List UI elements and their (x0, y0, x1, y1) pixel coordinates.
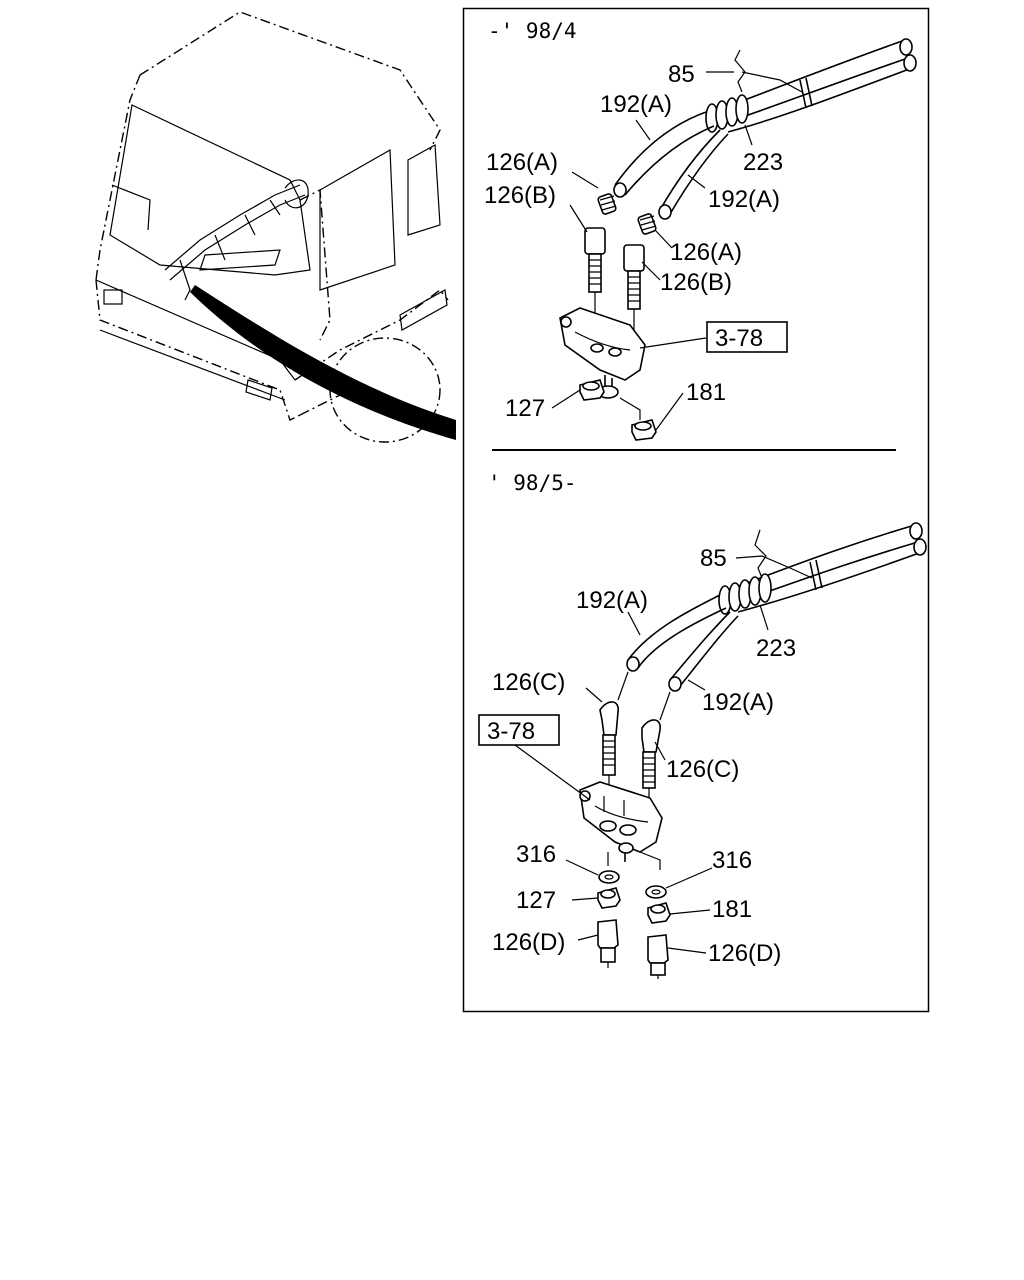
label-223: 223 (756, 635, 796, 662)
ref-box (478, 714, 560, 746)
pipe-bundle (613, 38, 917, 220)
label-127: 127 (505, 395, 545, 422)
label-126c-right: 126(C) (666, 756, 739, 783)
label-192a-upper: 192(A) (600, 91, 672, 118)
connector-126b-right (623, 244, 645, 330)
bracket-plate (579, 781, 663, 862)
clamp-85 (809, 559, 823, 591)
pipe-bundle (617, 522, 927, 721)
nut-127 (579, 379, 605, 401)
label-192a-lower: 192(A) (708, 186, 780, 213)
label-192a-upper: 192(A) (576, 587, 648, 614)
bracket-plate (559, 307, 646, 399)
washer-316-left (598, 870, 620, 884)
label-126a-right: 126(A) (670, 239, 742, 266)
ref-label[interactable]: 3-78 (715, 325, 763, 352)
label-181: 181 (686, 379, 726, 406)
label-126b-left: 126(B) (484, 182, 556, 209)
nut-181 (631, 419, 657, 441)
detail-frame (462, 7, 930, 1013)
label-126d-left: 126(D) (492, 929, 565, 956)
label-126b-right: 126(B) (660, 269, 732, 296)
period-label: ' 98/5- (488, 471, 577, 495)
top-panel: -' 98/4 (484, 19, 917, 441)
fitting-126d-right (647, 934, 669, 979)
wrap-223 (705, 94, 749, 133)
nut-181 (647, 902, 671, 924)
label-126d-right: 126(D) (708, 940, 781, 967)
label-85: 85 (668, 61, 695, 88)
ref-box (706, 321, 788, 353)
period-label: -' 98/4 (488, 19, 577, 43)
label-316-right: 316 (712, 847, 752, 874)
clamp-85 (799, 77, 813, 109)
ref-label[interactable]: 3-78 (487, 718, 535, 745)
fitting-126d-left (597, 919, 619, 968)
washer-316-right (645, 885, 667, 899)
label-192a-lower: 192(A) (702, 689, 774, 716)
bottom-panel: ' 98/5- (478, 471, 927, 979)
label-316-left: 316 (516, 841, 556, 868)
label-223: 223 (743, 149, 783, 176)
wrap-223 (718, 573, 772, 615)
label-126c-left: 126(C) (492, 669, 565, 696)
truck-cab-illustration (95, 11, 456, 443)
label-127: 127 (516, 887, 556, 914)
label-85: 85 (700, 545, 727, 572)
connector-126a-right (637, 213, 657, 235)
label-126a-left: 126(A) (486, 149, 558, 176)
connector-126c-right (641, 719, 661, 808)
connector-126a-left (597, 193, 617, 215)
label-181: 181 (712, 896, 752, 923)
nut-127 (597, 887, 621, 909)
